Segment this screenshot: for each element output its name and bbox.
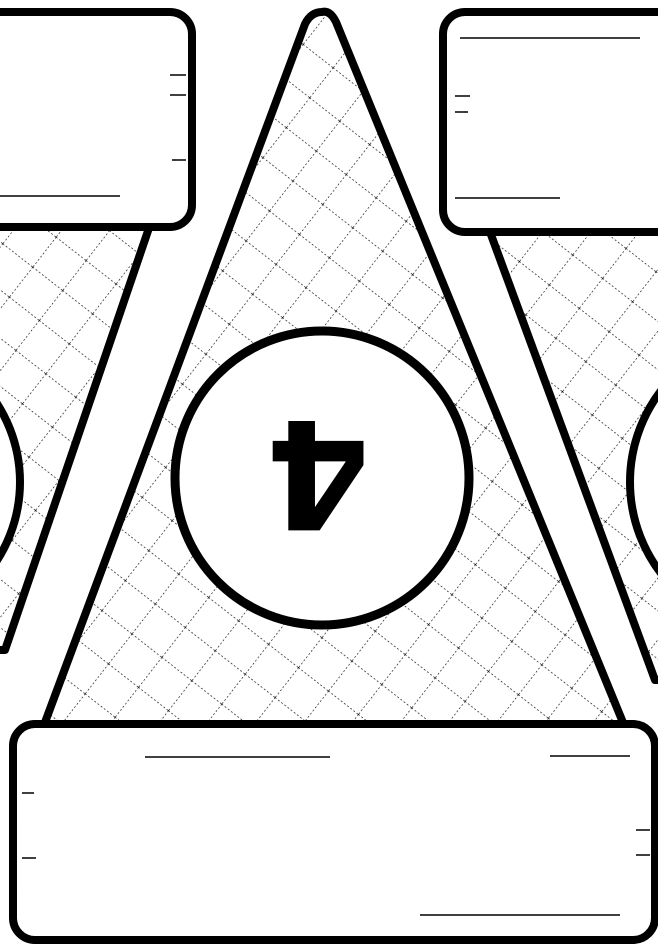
right-piece-top-rect [443, 12, 658, 232]
left-piece-top-rect [0, 12, 192, 227]
piece-number-label: 4 [266, 385, 370, 559]
